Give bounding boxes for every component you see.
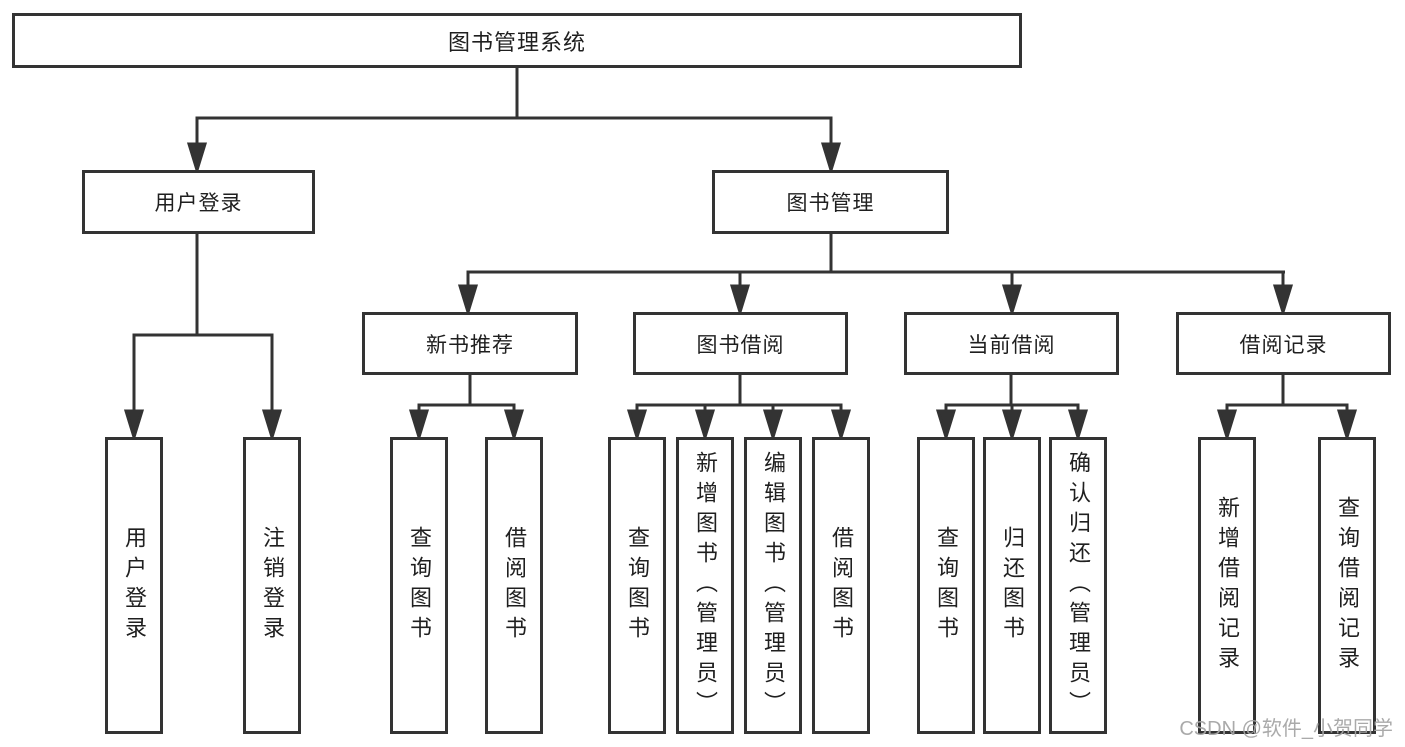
leaf-edit-book-admin: 编辑图书（管理员） bbox=[744, 437, 802, 734]
leaf-add-borrow-record: 新增借阅记录 bbox=[1198, 437, 1256, 734]
leaf-query-books-recommend: 查询图书 bbox=[390, 437, 448, 734]
leaf-label: 归还图书 bbox=[1000, 525, 1025, 646]
leaf-label: 用户登录 bbox=[122, 525, 147, 646]
node-user-login: 用户登录 bbox=[82, 170, 315, 234]
node-current-borrow: 当前借阅 bbox=[904, 312, 1119, 375]
leaf-user-login: 用户登录 bbox=[105, 437, 163, 734]
leaf-add-book-admin: 新增图书（管理员） bbox=[676, 437, 734, 734]
leaf-label: 查询图书 bbox=[934, 525, 959, 646]
leaf-borrow-books: 借阅图书 bbox=[812, 437, 870, 734]
leaf-label: 编辑图书（管理员） bbox=[761, 450, 786, 721]
leaf-borrow-books-recommend: 借阅图书 bbox=[485, 437, 543, 734]
csdn-watermark: CSDN @软件_小贺同学 bbox=[1179, 718, 1393, 740]
leaf-label: 注销登录 bbox=[260, 525, 285, 646]
leaf-label: 新增借阅记录 bbox=[1215, 495, 1240, 676]
leaf-logout: 注销登录 bbox=[243, 437, 301, 734]
node-book-management: 图书管理 bbox=[712, 170, 949, 234]
node-book-borrow: 图书借阅 bbox=[633, 312, 848, 375]
node-new-book-recommend: 新书推荐 bbox=[362, 312, 578, 375]
node-borrow-record: 借阅记录 bbox=[1176, 312, 1391, 375]
leaf-return-book: 归还图书 bbox=[983, 437, 1041, 734]
leaf-label: 借阅图书 bbox=[502, 525, 527, 646]
leaf-label: 确认归还（管理员） bbox=[1066, 450, 1091, 721]
leaf-query-books-borrow: 查询图书 bbox=[608, 437, 666, 734]
node-root-system: 图书管理系统 bbox=[12, 13, 1022, 68]
leaf-query-borrow-record: 查询借阅记录 bbox=[1318, 437, 1376, 734]
leaf-label: 查询图书 bbox=[407, 525, 432, 646]
leaf-query-books-current: 查询图书 bbox=[917, 437, 975, 734]
leaf-label: 借阅图书 bbox=[829, 525, 854, 646]
leaf-confirm-return-admin: 确认归还（管理员） bbox=[1049, 437, 1107, 734]
leaf-label: 新增图书（管理员） bbox=[693, 450, 718, 721]
leaf-label: 查询图书 bbox=[625, 525, 650, 646]
leaf-label: 查询借阅记录 bbox=[1335, 495, 1360, 676]
